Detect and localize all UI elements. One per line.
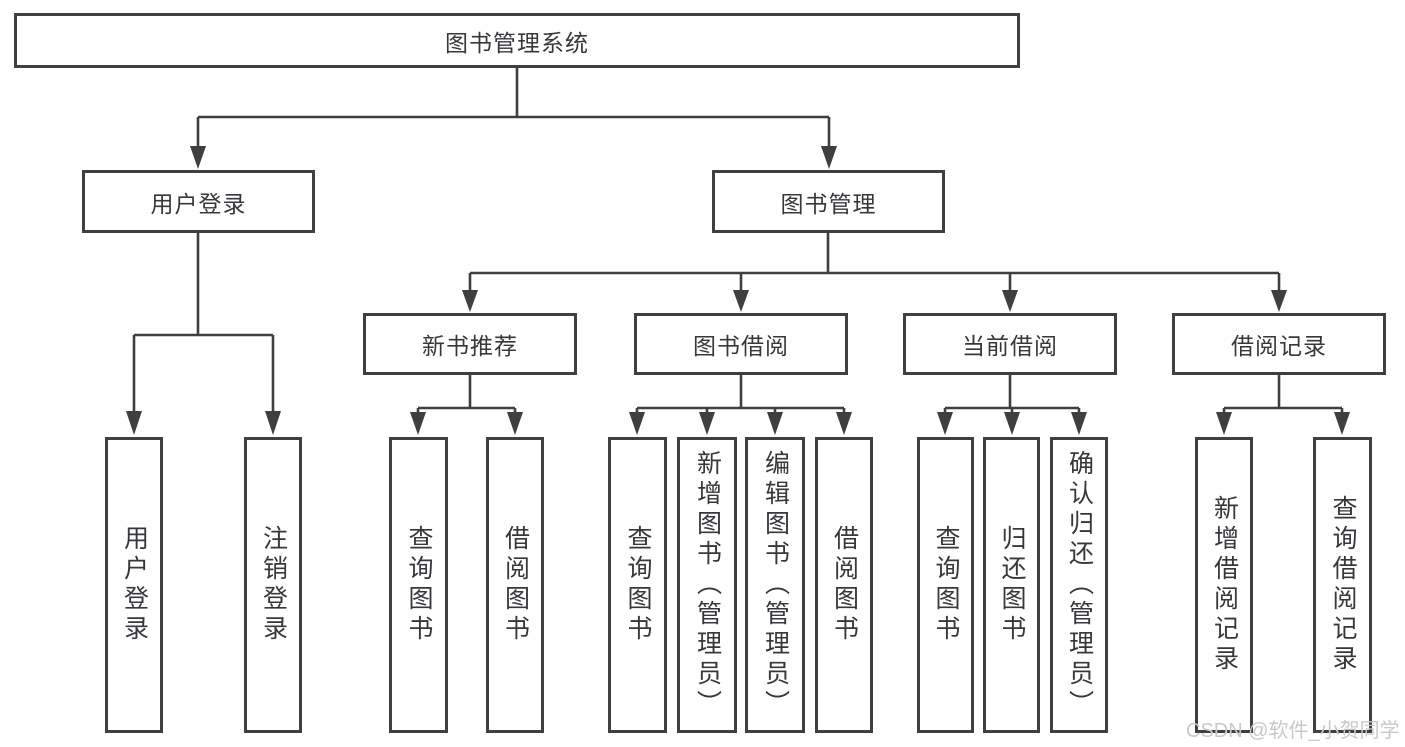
- node-borrowing-records-label: 借阅记录: [1231, 333, 1327, 359]
- node-user-login-leaf: 用户登录: [105, 437, 163, 733]
- node-br-add-record-label: 新增借阅记录: [1210, 495, 1239, 675]
- node-root-label: 图书管理系统: [445, 29, 589, 56]
- node-book-management-branch: 图书管理: [712, 170, 945, 233]
- node-user-login-leaf-label: 用户登录: [120, 525, 149, 645]
- node-bb-add-book-admin: 新增图书（管理员）: [677, 437, 737, 733]
- edges-current-borrow: [937, 375, 1087, 435]
- node-new-book-recommend: 新书推荐: [363, 313, 577, 375]
- node-book-borrowing-label: 图书借阅: [693, 333, 789, 359]
- node-root: 图书管理系统: [14, 13, 1020, 68]
- node-bb-query-books-label: 查询图书: [624, 525, 652, 645]
- node-current-borrowing: 当前借阅: [903, 313, 1117, 375]
- node-bb-borrow-books: 借阅图书: [815, 437, 873, 733]
- edges-book-borrow: [629, 375, 852, 435]
- edges-new-book: [410, 375, 523, 435]
- node-cb-confirm-return-admin-label: 确认归还（管理员）: [1065, 450, 1094, 720]
- node-br-add-record: 新增借阅记录: [1195, 437, 1253, 733]
- node-logout-leaf: 注销登录: [244, 437, 302, 733]
- node-cb-return-books-label: 归还图书: [998, 525, 1026, 645]
- node-cb-confirm-return-admin: 确认归还（管理员）: [1050, 437, 1108, 733]
- node-bb-edit-book-admin-label: 编辑图书（管理员）: [761, 450, 790, 720]
- edges-user-login: [126, 233, 281, 435]
- node-bb-borrow-books-label: 借阅图书: [830, 525, 859, 645]
- node-br-query-record-label: 查询借阅记录: [1329, 495, 1357, 675]
- node-user-login-branch-label: 用户登录: [150, 190, 247, 217]
- node-new-book-recommend-label: 新书推荐: [422, 333, 518, 359]
- node-cb-return-books: 归还图书: [983, 437, 1040, 733]
- node-logout-leaf-label: 注销登录: [259, 525, 288, 645]
- node-nb-borrow-books: 借阅图书: [486, 437, 544, 733]
- node-book-borrowing: 图书借阅: [634, 313, 848, 375]
- node-bb-query-books: 查询图书: [608, 437, 667, 733]
- node-book-management-branch-label: 图书管理: [780, 190, 877, 217]
- watermark-text: CSDN @软件_小贺同学: [1186, 720, 1400, 742]
- node-br-query-record: 查询借阅记录: [1313, 437, 1372, 733]
- node-nb-borrow-books-label: 借阅图书: [501, 525, 530, 645]
- node-nb-query-books-label: 查询图书: [405, 525, 433, 645]
- node-user-login-branch: 用户登录: [82, 170, 315, 233]
- node-bb-add-book-admin-label: 新增图书（管理员）: [693, 450, 722, 720]
- node-bb-edit-book-admin: 编辑图书（管理员）: [745, 437, 805, 733]
- node-cb-query-books: 查询图书: [917, 437, 974, 733]
- edges-book-management: [462, 233, 1287, 312]
- node-current-borrowing-label: 当前借阅: [962, 333, 1058, 359]
- edges-root: [190, 68, 837, 169]
- node-borrowing-records: 借阅记录: [1172, 313, 1386, 375]
- node-cb-query-books-label: 查询图书: [932, 525, 960, 645]
- node-nb-query-books: 查询图书: [389, 437, 448, 733]
- edges-borrow-record: [1216, 375, 1350, 435]
